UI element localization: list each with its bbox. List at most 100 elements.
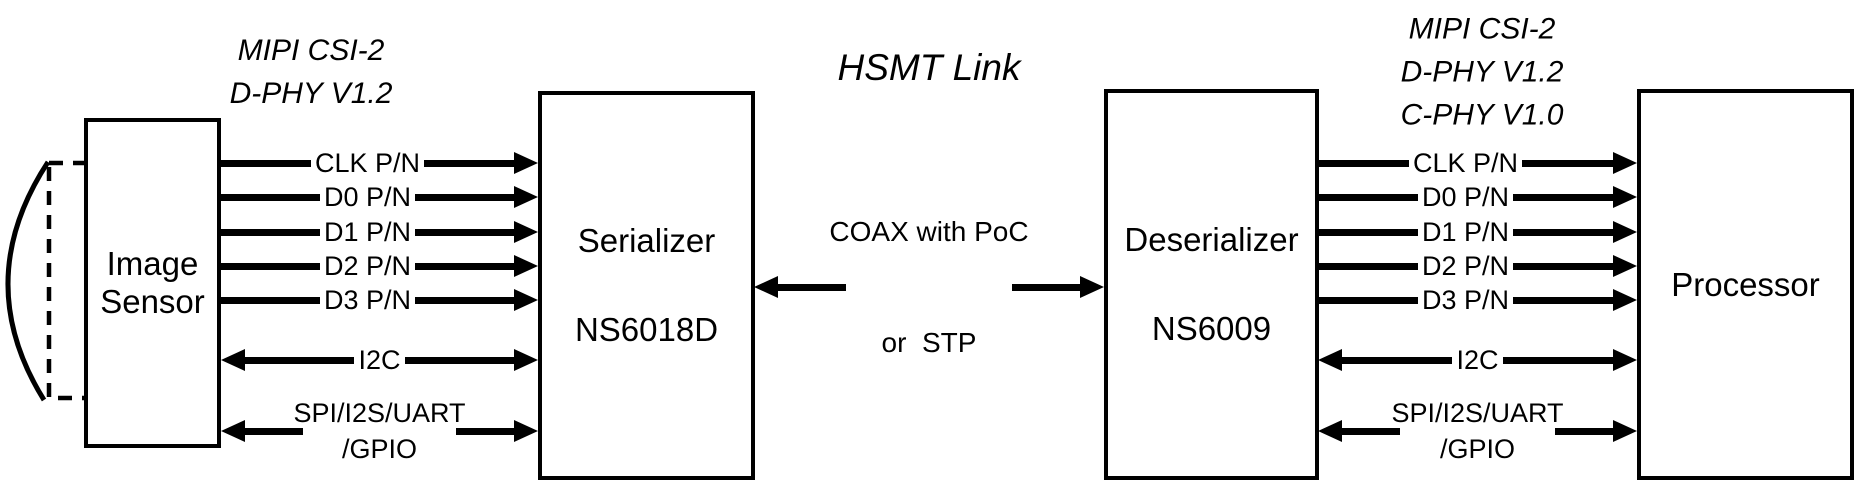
right-interface-label: MIPI CSI-2 D-PHY V1.2 C-PHY V1.0 <box>1401 8 1564 137</box>
image-sensor-label-line1: Image <box>106 245 199 282</box>
arrowhead-right-icon <box>1613 255 1637 277</box>
signal-spi-right: SPI/I2S/UART /GPIO <box>1318 398 1637 464</box>
signal-d3-left-label: D3 P/N <box>323 284 412 315</box>
line-segment <box>778 283 846 291</box>
arrowhead-right-icon <box>514 186 538 208</box>
line-segment <box>245 356 355 364</box>
arrowhead-right-icon <box>1613 221 1637 243</box>
arrowhead-right-icon <box>1613 420 1637 442</box>
signal-d3-right: D3 P/N <box>1318 285 1637 315</box>
signal-clk-right-label: CLK P/N <box>1412 147 1519 178</box>
line-segment <box>456 427 514 435</box>
serializer-part-number: NS6018D <box>574 311 719 348</box>
arrowhead-right-icon <box>514 255 538 277</box>
link-medium-label: COAX with PoC or STP <box>829 139 1028 435</box>
signal-spi-right-label: SPI/I2S/UART /GPIO <box>1391 395 1563 467</box>
line-segment <box>1318 228 1418 236</box>
serializer-block: Serializer NS6018D <box>538 91 755 480</box>
processor-block: Processor <box>1637 89 1854 480</box>
signal-d3-right-label: D3 P/N <box>1421 284 1510 315</box>
left-interface-line-1: MIPI CSI-2 <box>237 34 385 67</box>
line-segment <box>1012 283 1080 291</box>
image-sensor-label-line2: Sensor <box>100 283 205 320</box>
link-medium-line1: COAX with PoC <box>829 216 1029 247</box>
signal-spi-left-label-area: SPI/I2S/UART /GPIO <box>293 398 465 464</box>
signal-d0-right: D0 P/N <box>1318 182 1637 212</box>
arrowhead-left-icon <box>754 276 778 298</box>
arrowhead-right-icon <box>1080 276 1104 298</box>
spi-label-line2: /GPIO <box>341 434 417 464</box>
line-segment <box>221 228 320 236</box>
line-segment <box>1502 356 1613 364</box>
signal-d1-left-label: D1 P/N <box>323 216 412 247</box>
line-segment <box>221 193 320 201</box>
line-segment <box>1342 427 1400 435</box>
line-segment <box>415 193 514 201</box>
hsmt-link-title: HSMT Link <box>837 47 1021 88</box>
line-segment <box>1513 296 1613 304</box>
line-segment <box>404 356 514 364</box>
arrowhead-right-icon <box>514 152 539 174</box>
signal-d2-left-label: D2 P/N <box>323 250 412 281</box>
line-segment <box>1522 159 1614 167</box>
line-segment <box>1513 228 1613 236</box>
line-segment <box>221 262 320 270</box>
right-interface-line-1: MIPI CSI-2 <box>1408 12 1556 46</box>
signal-d1-right-label: D1 P/N <box>1421 216 1510 247</box>
arrowhead-right-icon <box>1613 289 1637 311</box>
left-interface-line-2: D-PHY V1.2 <box>229 77 393 110</box>
deserializer-label: Deserializer <box>1124 221 1299 258</box>
line-segment <box>1513 262 1613 270</box>
line-segment <box>415 228 514 236</box>
signal-clk-left: CLK P/N <box>221 148 539 178</box>
signal-d1-left: D1 P/N <box>221 217 538 247</box>
signal-clk-right: CLK P/N <box>1318 148 1638 178</box>
arrowhead-right-icon <box>514 349 538 371</box>
line-segment <box>1342 356 1453 364</box>
arrowhead-right-icon <box>1613 152 1638 174</box>
signal-spi-right-label-area: SPI/I2S/UART /GPIO <box>1391 398 1563 464</box>
signal-clk-left-label: CLK P/N <box>314 147 421 178</box>
right-interface-line-3: C-PHY V1.0 <box>1400 98 1564 132</box>
line-segment <box>415 296 514 304</box>
left-interface-label: MIPI CSI-2 D-PHY V1.2 <box>230 29 393 115</box>
arrowhead-left-icon <box>221 349 245 371</box>
signal-d2-right-label: D2 P/N <box>1421 250 1510 281</box>
arrowhead-left-icon <box>1318 420 1342 442</box>
spi-label-line1: SPI/I2S/UART <box>1391 398 1564 428</box>
line-segment <box>1318 262 1418 270</box>
image-sensor-block: Image Sensor <box>84 118 221 448</box>
line-segment <box>245 427 303 435</box>
signal-i2c-left-label: I2C <box>358 344 401 375</box>
link-medium-line2: or STP <box>881 327 977 358</box>
right-interface-line-2: D-PHY V1.2 <box>1400 55 1564 89</box>
signal-d0-left: D0 P/N <box>221 182 538 212</box>
signal-spi-left: SPI/I2S/UART /GPIO <box>221 398 538 464</box>
link-arrow-to-serializer <box>754 275 846 299</box>
signal-d2-right: D2 P/N <box>1318 251 1637 281</box>
spi-label-line2: /GPIO <box>1439 434 1515 464</box>
arrowhead-right-icon <box>514 221 538 243</box>
deserializer-part-number: NS6009 <box>1151 310 1272 347</box>
spi-label-line1: SPI/I2S/UART <box>293 398 466 428</box>
line-segment <box>221 296 320 304</box>
signal-spi-left-label: SPI/I2S/UART /GPIO <box>293 395 465 467</box>
line-segment <box>1318 159 1409 167</box>
line-segment <box>1318 296 1418 304</box>
arrowhead-right-icon <box>1613 349 1637 371</box>
line-segment <box>424 159 515 167</box>
serializer-label: Serializer <box>577 222 716 259</box>
line-segment <box>415 262 514 270</box>
signal-i2c-right: I2C <box>1318 345 1637 375</box>
signal-d0-right-label: D0 P/N <box>1421 181 1510 212</box>
link-arrow-to-deserializer <box>1012 275 1104 299</box>
signal-i2c-right-label: I2C <box>1456 344 1499 375</box>
signal-d0-left-label: D0 P/N <box>323 181 412 212</box>
arrowhead-left-icon <box>1318 349 1342 371</box>
arrowhead-right-icon <box>1613 186 1637 208</box>
arrowhead-left-icon <box>221 420 245 442</box>
line-segment <box>1318 193 1418 201</box>
signal-d2-left: D2 P/N <box>221 251 538 281</box>
arrowhead-right-icon <box>514 289 538 311</box>
